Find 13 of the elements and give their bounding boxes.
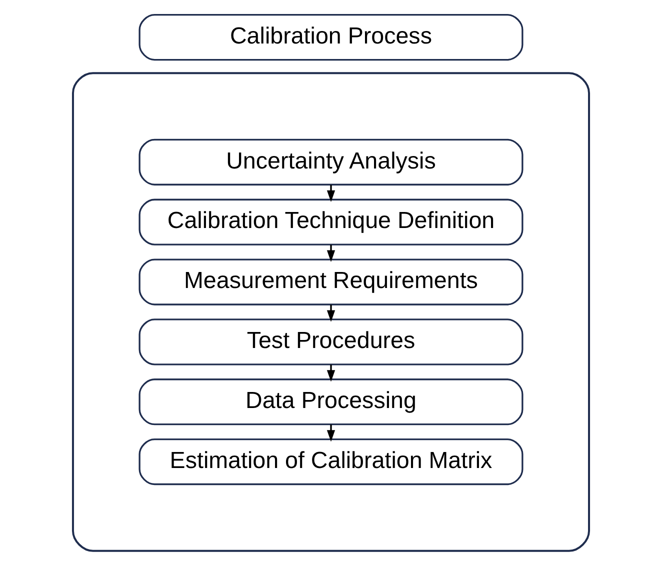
cluster bbox=[72, 72, 590, 552]
node-box: Uncertainty Analysis bbox=[138, 138, 524, 186]
node-box: Measurement Requirements bbox=[138, 258, 524, 306]
arrow bbox=[326, 364, 336, 382]
node-box: Test Procedures bbox=[138, 318, 524, 366]
node-box: Data Processing bbox=[138, 378, 524, 426]
arrow bbox=[326, 424, 336, 442]
node-box: Calibration Technique Definition bbox=[138, 198, 524, 246]
node-box: Calibration Process bbox=[138, 14, 524, 61]
node-box: Estimation of Calibration Matrix bbox=[138, 438, 524, 486]
arrow bbox=[326, 184, 336, 202]
arrow bbox=[326, 244, 336, 262]
arrow bbox=[326, 304, 336, 322]
